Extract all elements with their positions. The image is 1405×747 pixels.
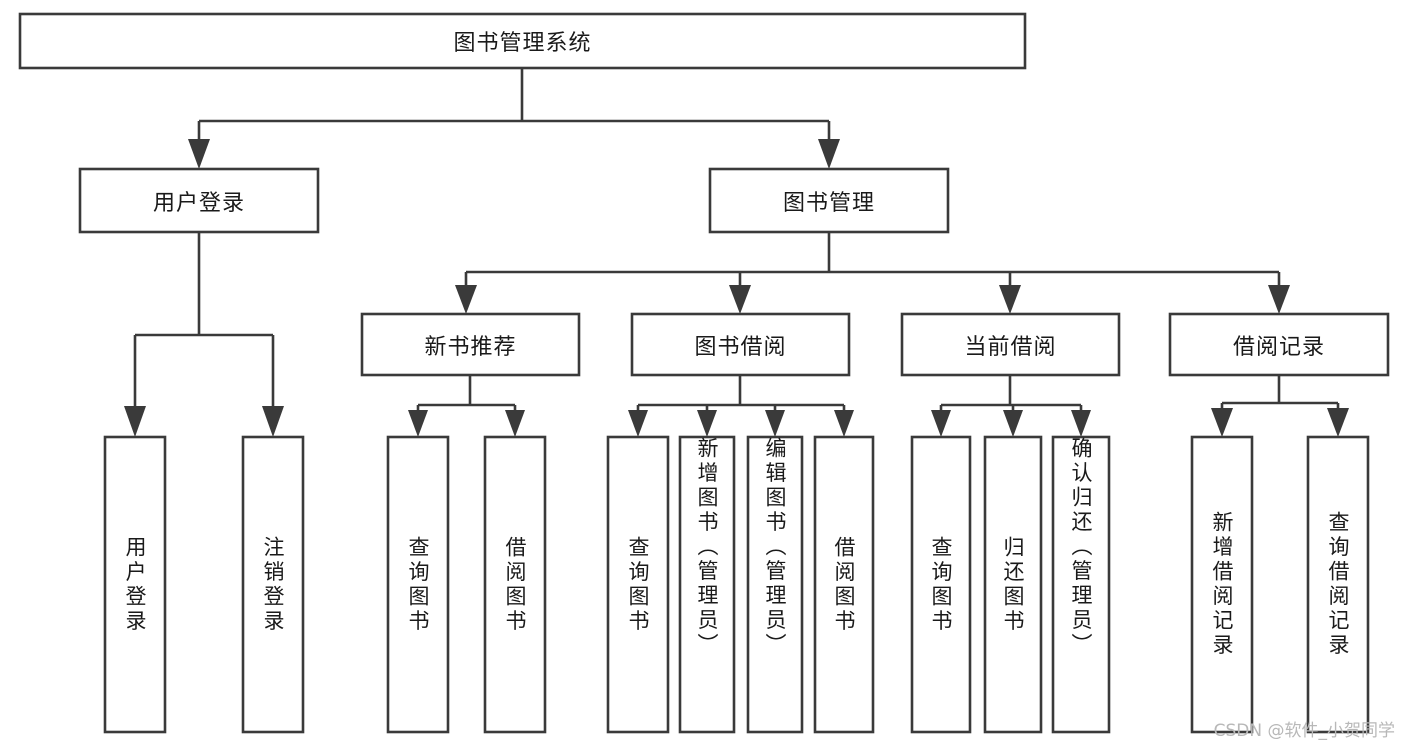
arrow-to-leaf-borrow-book-2 <box>834 410 854 437</box>
node-box-new-book-rec[interactable] <box>360 312 581 377</box>
arrow-to-leaf-user-login <box>124 406 146 437</box>
node-box-user-login[interactable] <box>78 167 320 234</box>
arrow-to-book-manage <box>818 139 840 169</box>
node-boxes <box>18 12 1390 734</box>
node-box-root[interactable] <box>18 12 1027 70</box>
node-box-leaf-user-login[interactable] <box>103 435 167 734</box>
arrow-to-leaf-add-record <box>1211 408 1233 437</box>
node-box-leaf-borrow-book-2[interactable] <box>813 435 875 734</box>
node-box-leaf-logout[interactable] <box>241 435 305 734</box>
arrow-heads <box>124 139 1349 437</box>
arrow-to-leaf-add-book <box>697 410 717 437</box>
arrow-to-borrow-record <box>1268 285 1290 314</box>
arrow-to-book-borrow <box>729 285 751 314</box>
node-box-borrow-record[interactable] <box>1168 312 1390 377</box>
node-box-book-borrow[interactable] <box>630 312 851 377</box>
node-box-leaf-query-book-3[interactable] <box>910 435 972 734</box>
node-box-leaf-borrow-book-1[interactable] <box>483 435 547 734</box>
arrow-to-current-borrow <box>999 285 1021 314</box>
node-box-leaf-edit-book[interactable] <box>746 435 804 734</box>
arrow-to-leaf-borrow-book-1 <box>505 410 525 437</box>
arrow-to-leaf-query-book-2 <box>628 410 648 437</box>
arrow-to-leaf-logout <box>262 406 284 437</box>
arrow-to-leaf-query-book-3 <box>931 410 951 437</box>
node-box-leaf-query-book-1[interactable] <box>386 435 450 734</box>
arrow-to-user-login <box>188 139 210 169</box>
node-box-leaf-add-record[interactable] <box>1190 435 1254 734</box>
arrow-to-leaf-query-record <box>1327 408 1349 437</box>
node-box-leaf-confirm-return[interactable] <box>1051 435 1111 734</box>
node-box-book-manage[interactable] <box>708 167 950 234</box>
node-box-leaf-query-record[interactable] <box>1306 435 1370 734</box>
node-box-current-borrow[interactable] <box>900 312 1121 377</box>
node-box-leaf-return-book[interactable] <box>983 435 1043 734</box>
node-box-leaf-query-book-2[interactable] <box>606 435 670 734</box>
node-box-leaf-add-book[interactable] <box>678 435 736 734</box>
arrow-to-leaf-query-book-1 <box>408 410 428 437</box>
connectors <box>133 68 1340 410</box>
arrow-to-leaf-confirm-return <box>1071 410 1091 437</box>
arrow-to-leaf-return-book <box>1003 410 1023 437</box>
arrow-to-leaf-edit-book <box>765 410 785 437</box>
arrow-to-new-book-rec <box>455 285 477 314</box>
